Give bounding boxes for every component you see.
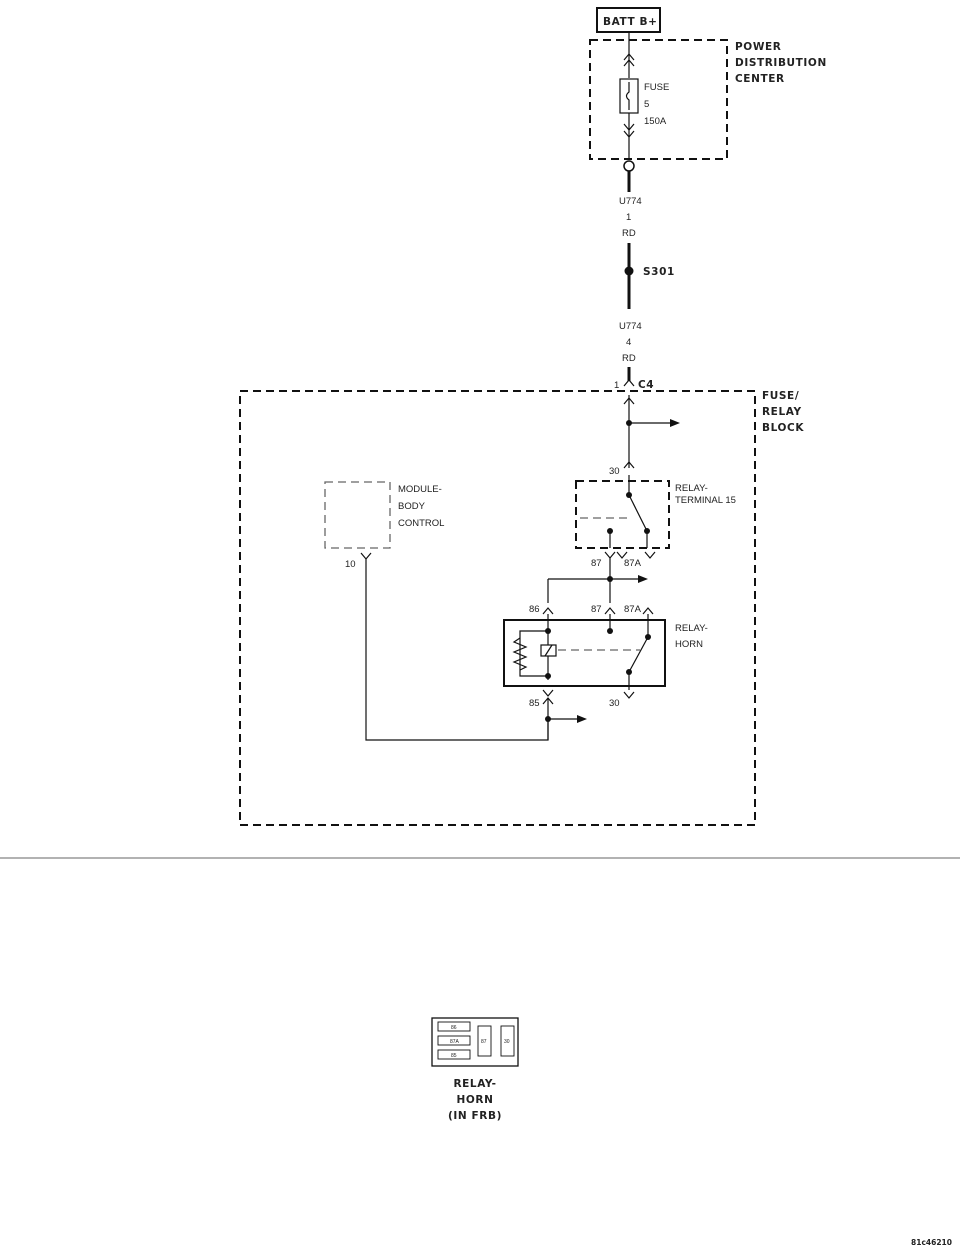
connector-chevron — [623, 59, 635, 67]
relay-slot-85 — [437, 1049, 471, 1060]
connector-chevron — [542, 607, 554, 615]
c4-label: C4 — [638, 379, 654, 391]
splice-label: S301 — [643, 266, 675, 278]
slot-label-85: 85 — [451, 1053, 457, 1059]
relay-slot-86 — [437, 1021, 471, 1032]
frb-outline — [239, 390, 756, 826]
relay-slot-30 — [500, 1025, 515, 1057]
connector-chevron — [623, 691, 635, 699]
bcm-outline — [324, 481, 391, 549]
slot-label-30: 30 — [504, 1039, 510, 1045]
pdc-title-3: CENTER — [735, 73, 785, 85]
horn-pin-30: 30 — [609, 698, 620, 709]
connector-chevron — [604, 551, 616, 559]
frb-title-2: RELAY — [762, 406, 802, 418]
relay-horn-title-1: RELAY- — [675, 623, 708, 634]
slot-label-87a: 87A — [450, 1039, 460, 1045]
pdc-title-1: POWER — [735, 41, 781, 53]
connector-chevron — [616, 551, 628, 559]
connector-chevron — [360, 552, 372, 560]
horn-switch-blade — [628, 636, 649, 673]
t15-pin-30: 30 — [609, 466, 620, 477]
wire-lower-circuit: U774 — [619, 321, 642, 332]
continue-arrow-icon — [638, 575, 648, 583]
horn-resistor-loop — [519, 630, 548, 677]
wire-upper-color: RD — [622, 228, 636, 239]
connector-chevron — [623, 397, 635, 405]
bcm-title-2: BODY — [398, 501, 426, 512]
relay-t15-outline — [575, 480, 670, 549]
connector-chevron — [642, 607, 654, 615]
relay-view-title-2: HORN — [457, 1094, 494, 1106]
c4-connector-icon — [623, 379, 635, 387]
continue-arrow-icon — [577, 715, 587, 723]
horn-pin-85: 85 — [529, 698, 540, 709]
bcm-pin: 10 — [345, 559, 356, 570]
relay-slot-87 — [477, 1025, 492, 1057]
horn-contact-87 — [607, 628, 613, 634]
horn-pin-87a: 87A — [624, 604, 642, 615]
frb-title-1: FUSE/ — [762, 390, 799, 402]
batt-label: BATT B+ — [603, 16, 658, 28]
fuse-label: FUSE — [644, 82, 669, 93]
t15-switch-blade — [628, 494, 648, 532]
relay-t15-title-1: RELAY- — [675, 483, 708, 494]
pdc-outline — [589, 39, 728, 160]
connector-chevron — [623, 123, 635, 131]
terminal-stud-icon — [623, 160, 635, 172]
wire-upper-circuit: U774 — [619, 196, 642, 207]
connector-chevron — [604, 607, 616, 615]
horn-pin-87: 87 — [591, 604, 602, 615]
figure-id: 81c46210 — [911, 1238, 952, 1247]
relay-view-title-3: (IN FRB) — [448, 1110, 502, 1122]
fuse-number: 5 — [644, 99, 649, 110]
fuse-element-icon — [625, 82, 630, 110]
relay-horn-outline — [503, 619, 666, 687]
horn-pin-86: 86 — [529, 604, 540, 615]
wire-upper-gauge: 1 — [626, 212, 631, 223]
bcm-title-1: MODULE- — [398, 484, 442, 495]
connector-chevron — [623, 130, 635, 138]
t15-pin-87a: 87A — [624, 558, 642, 569]
relay-t15-title-2: TERMINAL 15 — [675, 495, 736, 506]
t15-pin-87: 87 — [591, 558, 602, 569]
fuse-rating: 150A — [644, 116, 667, 127]
wire-lower-gauge: 4 — [626, 337, 631, 348]
splice-dot — [624, 266, 634, 276]
bcm-title-3: CONTROL — [398, 518, 444, 529]
connector-chevron — [623, 461, 635, 469]
continue-arrow-icon — [670, 419, 680, 427]
slot-label-87: 87 — [481, 1039, 487, 1045]
coil-winding — [544, 644, 553, 657]
junction-dot — [607, 576, 613, 582]
relay-slot-87a — [437, 1035, 471, 1046]
c4-pin: 1 — [614, 380, 619, 391]
connector-chevron — [542, 689, 554, 697]
connector-chevron — [542, 697, 554, 705]
relay-view-title-1: RELAY- — [453, 1078, 496, 1090]
pdc-title-2: DISTRIBUTION — [735, 57, 827, 69]
relay-horn-title-2: HORN — [675, 639, 703, 650]
slot-label-86: 86 — [451, 1025, 457, 1031]
frb-title-3: BLOCK — [762, 422, 804, 434]
connector-chevron — [644, 551, 656, 559]
wire-lower-color: RD — [622, 353, 636, 364]
resistor-icon — [512, 637, 528, 671]
connector-chevron — [623, 53, 635, 61]
